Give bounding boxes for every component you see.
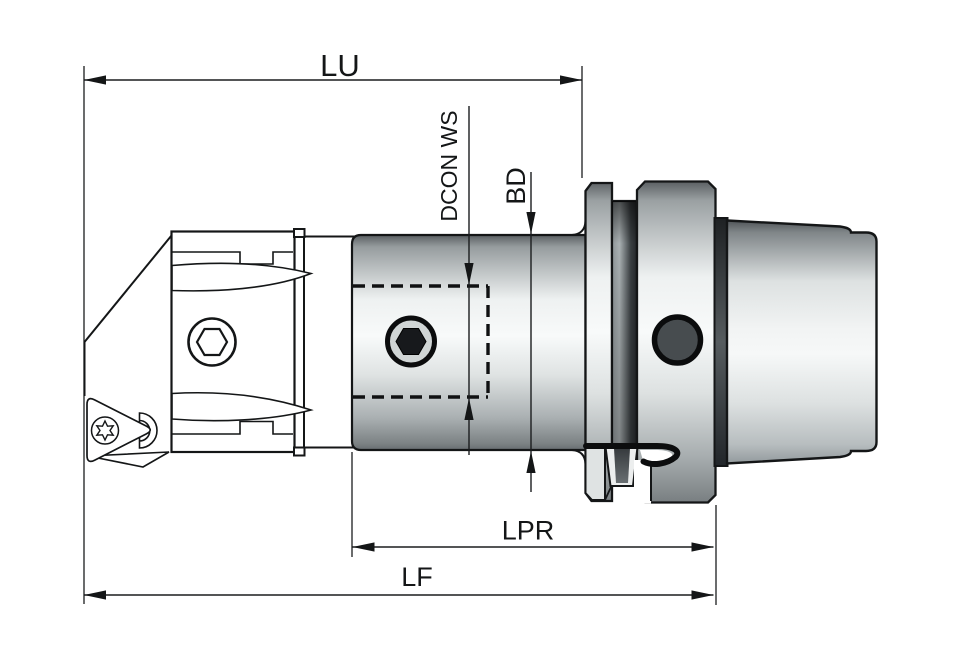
arrowhead-bd-bottom [526, 451, 536, 473]
taper-shadow-band [713, 217, 729, 467]
gripper-floor-band [614, 448, 630, 483]
arrowhead-lu-right [560, 75, 582, 85]
dimension-lf: LF [84, 562, 714, 600]
gripper-groove [583, 443, 681, 504]
flange-fillet-bottom [571, 449, 587, 465]
chamfer-line-bottom [172, 420, 293, 435]
drive-slot [651, 314, 704, 366]
dimension-lpr: LPR [352, 516, 714, 552]
set-screw [385, 315, 437, 368]
flute-top [171, 262, 314, 292]
gripper-slot-interior [640, 450, 673, 463]
label-lu: LU [320, 48, 360, 83]
dimension-dcon-ws: DCON WS [436, 106, 474, 455]
flange-fillet-top [571, 220, 587, 236]
head-lip-top [293, 228, 306, 238]
milling-head [83, 228, 357, 468]
label-bd: BD [501, 167, 531, 205]
extension-lines [83, 66, 717, 605]
clamp-screw-hex-socket [195, 327, 229, 357]
gripper-strip [584, 446, 606, 501]
dimension-bd: BD [501, 167, 536, 492]
set-screw-hex-socket [395, 328, 427, 355]
clamp-wedge-edge [83, 234, 173, 343]
dimensions: LU DCON WS BD LPR LF [84, 48, 714, 600]
flute-bottom [171, 391, 314, 422]
arrowhead-lpr-right [691, 542, 714, 552]
dcon-ws-dashed-outline [353, 284, 490, 399]
label-lpr: LPR [502, 516, 555, 546]
head-neck [303, 235, 357, 449]
arrowhead-dcon-top [464, 263, 474, 285]
taper-cone [725, 219, 878, 465]
gripper-gap [634, 460, 651, 504]
arrowhead-lu-left [84, 75, 106, 85]
label-lf: LF [401, 562, 433, 592]
head-lip-bottom [293, 446, 306, 457]
arrowhead-dcon-bottom [464, 398, 474, 420]
torx-star-icon [95, 419, 115, 442]
dimension-lu: LU [84, 48, 582, 85]
arrowhead-lf-right [691, 590, 714, 600]
head-chin [87, 451, 170, 468]
taper-shank [713, 217, 878, 467]
gripper-notch-edge [604, 486, 612, 501]
flange [583, 180, 717, 504]
arrowhead-bd-top [526, 212, 536, 234]
gripper-hook [583, 443, 681, 468]
arrowhead-lf-left [84, 590, 106, 600]
arrowhead-lpr-left [352, 542, 375, 552]
label-dcon-ws: DCON WS [436, 110, 462, 221]
flange-groove-shading [612, 201, 637, 484]
